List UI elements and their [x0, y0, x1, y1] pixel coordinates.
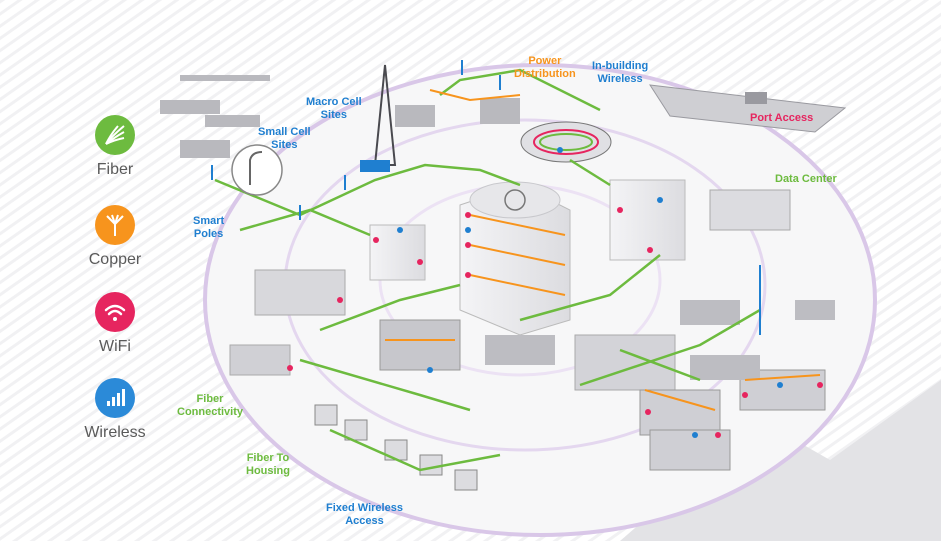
label-small-cell-sites: Small Cell Sites — [258, 126, 311, 152]
label-line: Smart — [193, 215, 225, 227]
label-line: Power — [528, 55, 562, 67]
label-line: Wireless — [597, 73, 643, 85]
label-line: Poles — [193, 228, 224, 240]
label-line: Small Cell — [258, 126, 311, 138]
label-line: Port Access — [750, 112, 814, 124]
label-line: Fiber — [196, 393, 224, 405]
label-line: Sites — [320, 109, 347, 121]
label-in-building-wireless: In-building Wireless — [592, 60, 648, 86]
label-line: Fixed Wireless — [326, 502, 403, 514]
label-line: Data Center — [775, 173, 837, 185]
legend-copper: Copper — [70, 205, 160, 269]
label-power-distribution: Power Distribution — [514, 55, 576, 81]
label-fixed-wireless-access: Fixed Wireless Access — [326, 502, 403, 528]
label-fiber-to-housing: Fiber To Housing — [246, 452, 290, 478]
legend-label: WiFi — [99, 338, 131, 355]
legend-label: Fiber — [96, 161, 134, 178]
label-line: In-building — [592, 60, 649, 72]
label-line: Macro Cell — [306, 96, 362, 108]
label-line: Sites — [271, 139, 298, 151]
label-data-center: Data Center — [775, 173, 837, 186]
label-macro-cell-sites: Macro Cell Sites — [306, 96, 362, 122]
label-line: Access — [345, 515, 384, 527]
label-line: Distribution — [514, 68, 576, 80]
wifi-icon — [95, 292, 135, 332]
legend-wireless: Wireless — [70, 378, 160, 442]
label-line: Connectivity — [177, 406, 244, 418]
legend-fiber: Fiber — [70, 115, 160, 179]
wireless-icon — [95, 378, 135, 418]
fiber-icon — [95, 115, 135, 155]
label-line: Housing — [246, 465, 290, 477]
label-fiber-connectivity: Fiber Connectivity — [177, 393, 243, 419]
legend-label: Copper — [88, 251, 142, 268]
legend-wifi: WiFi — [70, 292, 160, 356]
label-line: Fiber To — [246, 452, 290, 464]
label-port-access: Port Access — [750, 112, 813, 125]
legend-label: Wireless — [84, 424, 146, 441]
label-smart-poles: Smart Poles — [193, 215, 224, 241]
copper-icon — [95, 205, 135, 245]
